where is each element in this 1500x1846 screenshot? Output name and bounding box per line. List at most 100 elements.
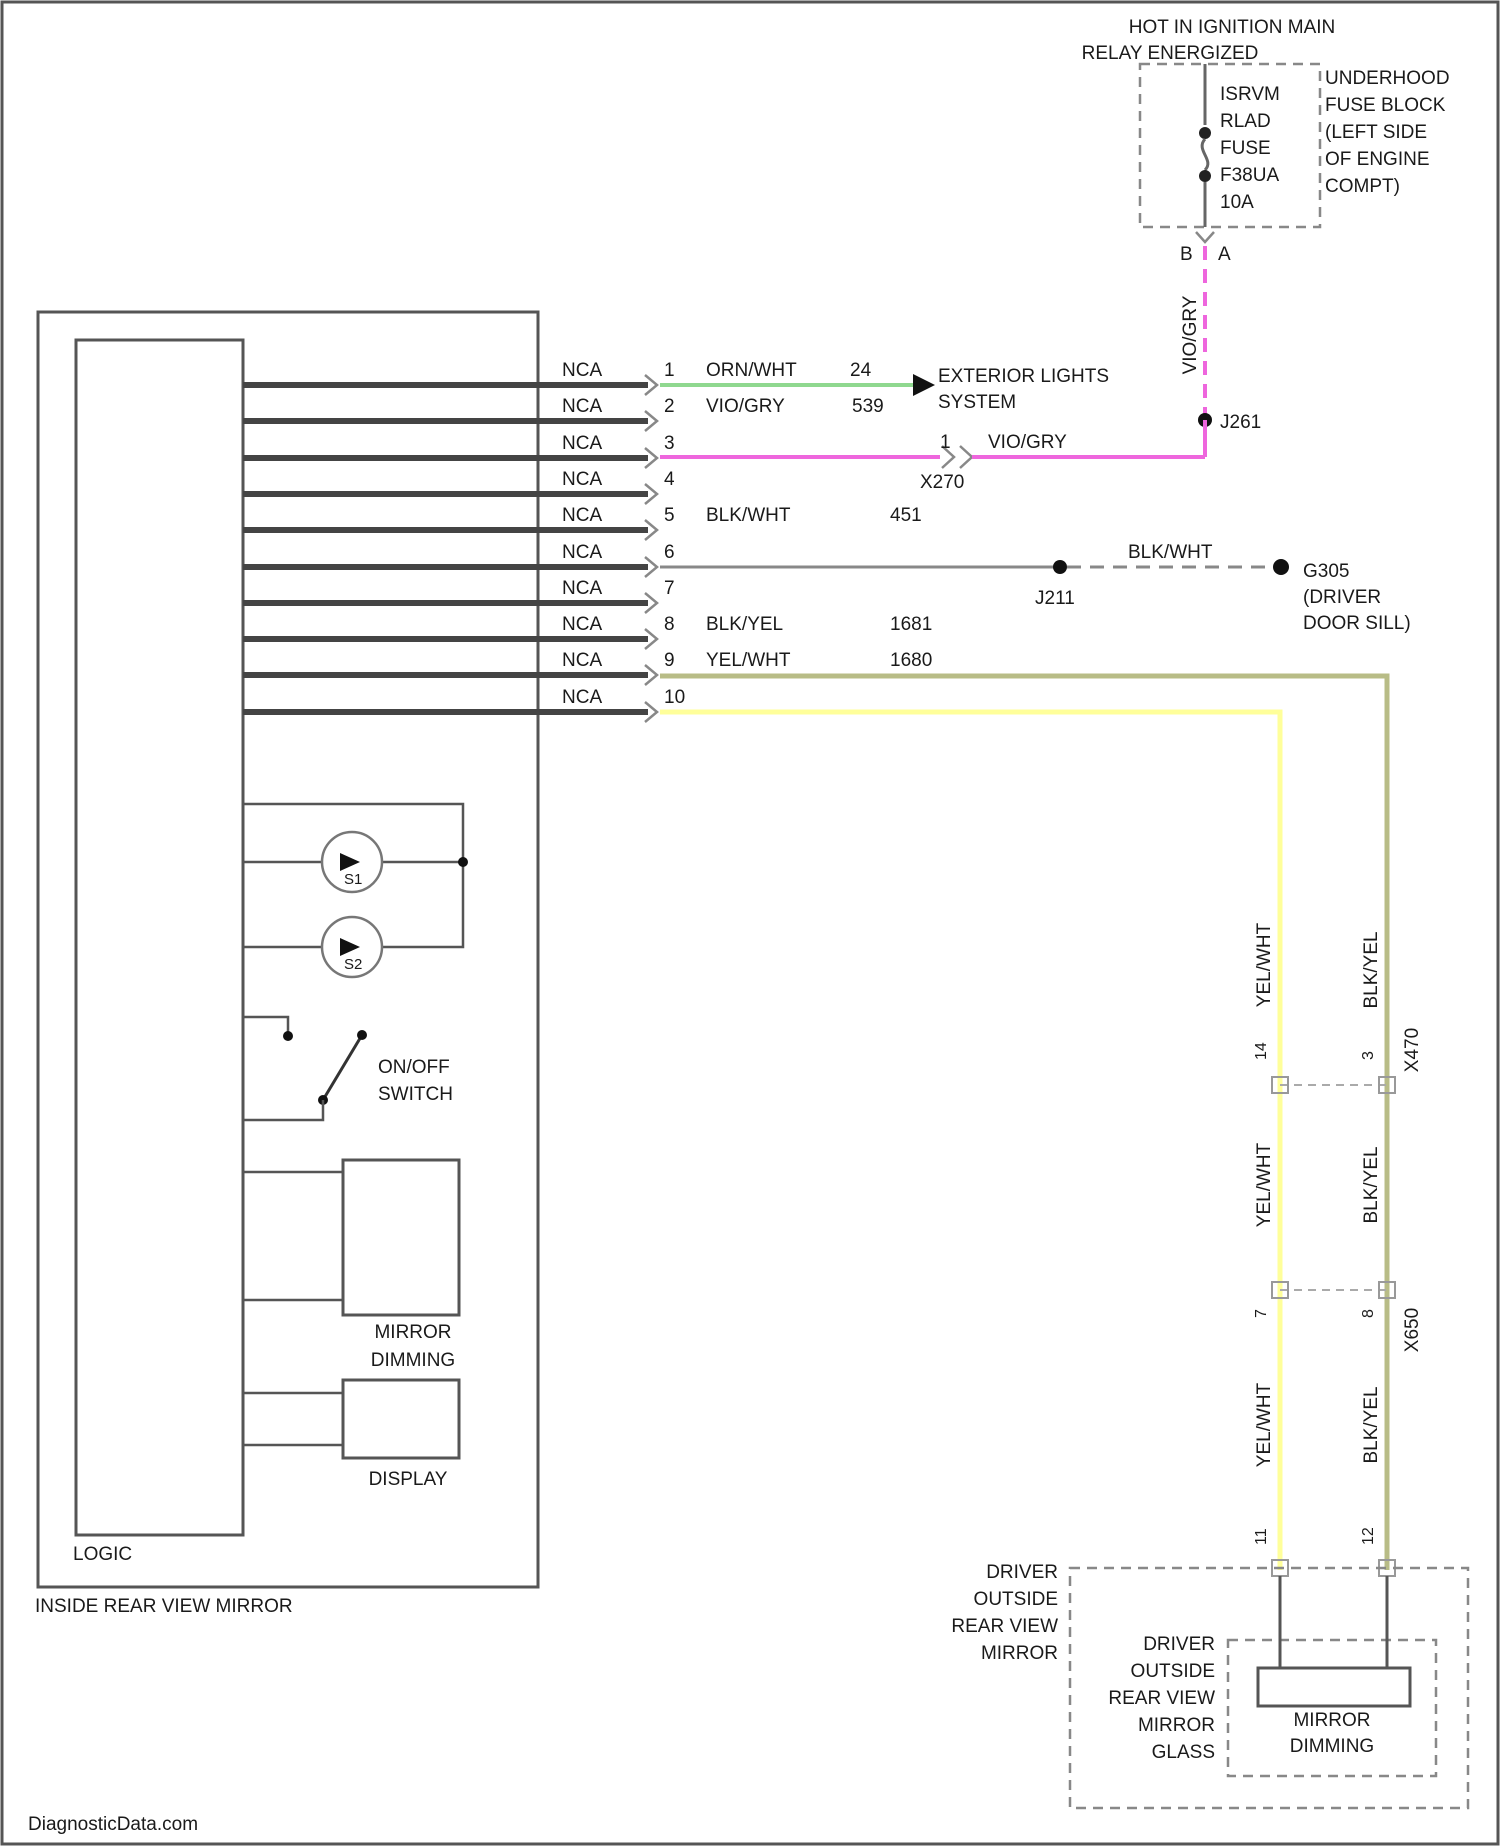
exterior-lights-line1: EXTERIOR LIGHTS — [938, 366, 1109, 387]
hot-label-line1: HOT IN IGNITION MAIN — [1129, 17, 1336, 38]
connector1-pin-right: 3 — [1360, 1051, 1377, 1060]
fuse-rating: 10A — [1220, 192, 1254, 213]
splice-j211-label: J211 — [1035, 588, 1075, 609]
fuse-connector-icon — [1196, 232, 1214, 242]
fuse-block-line2: FUSE BLOCK — [1325, 95, 1446, 116]
wire-yel-wht — [660, 712, 1280, 1570]
wire-blk-yel-label-1: BLK/YEL — [1361, 931, 1382, 1008]
pin-wire-color: BLK/WHT — [706, 505, 791, 526]
fuse-block-line3: (LEFT SIDE — [1325, 122, 1427, 143]
switch-label-line2: SWITCH — [378, 1084, 453, 1105]
outside-dimming-line2: DIMMING — [1290, 1736, 1374, 1757]
connector-pins: NCA1ORN/WHT24NCA2VIO/GRY539NCA3NCA4NCA5B… — [243, 360, 932, 722]
fuse-pin-a: A — [1218, 244, 1231, 265]
fuse-name-line1: ISRVM — [1220, 84, 1280, 105]
hot-label-line2: RELAY ENERGIZED — [1082, 43, 1259, 64]
pin-wire-color: ORN/WHT — [706, 360, 797, 381]
pin-number: 7 — [664, 578, 675, 599]
outside-mirror-line3: REAR VIEW — [951, 1616, 1058, 1637]
wire-vio-gry-vertical-label: VIO/GRY — [1180, 295, 1201, 374]
fuse-name-line4: F38UA — [1220, 165, 1279, 186]
mirror-dimming-line2: DIMMING — [371, 1350, 455, 1371]
fuse-pin-b: B — [1180, 244, 1193, 265]
pin-number: 10 — [664, 687, 685, 708]
connector2-pin-right: 8 — [1360, 1309, 1377, 1318]
x270-connector-icon-2 — [960, 446, 972, 468]
wire-yel-wht-label-1: YEL/WHT — [1254, 922, 1275, 1007]
outside-mirror-dimming-element — [1258, 1668, 1410, 1706]
mirror-dimming-line1: MIRROR — [374, 1322, 451, 1343]
wire-yel-wht-label-2: YEL/WHT — [1254, 1142, 1275, 1227]
pin-nca-label: NCA — [562, 578, 602, 599]
watermark: DiagnosticData.com — [28, 1814, 198, 1835]
mirror-glass-line5: GLASS — [1152, 1742, 1215, 1763]
outside-mirror-line4: MIRROR — [981, 1643, 1058, 1664]
connector1-label: X470 — [1402, 1028, 1423, 1072]
sensor-splice — [458, 857, 468, 867]
pin-wire-color: BLK/YEL — [706, 614, 783, 635]
mirror-glass-line3: REAR VIEW — [1108, 1688, 1215, 1709]
ground-label-line3: DOOR SILL) — [1303, 613, 1411, 634]
connector1-pin-left: 14 — [1253, 1042, 1270, 1060]
wire-blk-wht-2-label: BLK/WHT — [1128, 542, 1213, 563]
inside-rear-view-mirror-box — [38, 312, 538, 1587]
switch-label-line1: ON/OFF — [378, 1057, 450, 1078]
pin-wire-color: VIO/GRY — [706, 396, 785, 417]
wire-blk-yel-label-2: BLK/YEL — [1361, 1146, 1382, 1223]
inside-mirror-label: INSIDE REAR VIEW MIRROR — [35, 1596, 293, 1617]
switch-lead-top — [243, 1017, 288, 1036]
pin-wire-color: YEL/WHT — [706, 650, 791, 671]
pin-number: 1 — [664, 360, 675, 381]
display-label: DISPLAY — [369, 1469, 448, 1490]
connector2-pin-left: 7 — [1253, 1309, 1270, 1318]
wire-yel-wht-label-3: YEL/WHT — [1254, 1382, 1275, 1467]
exterior-lights-line2: SYSTEM — [938, 392, 1016, 413]
pin-nca-label: NCA — [562, 614, 602, 635]
x270-label: X270 — [920, 472, 964, 493]
pin-nca-label: NCA — [562, 505, 602, 526]
wire-vio-gry-2-label: VIO/GRY — [988, 432, 1067, 453]
fuse-block-line4: OF ENGINE — [1325, 149, 1430, 170]
x270-pin: 1 — [940, 432, 951, 453]
switch-contact-top — [283, 1031, 293, 1041]
switch-contact-mid — [357, 1030, 367, 1040]
pin-nca-label: NCA — [562, 469, 602, 490]
pin-circuit: 451 — [890, 505, 922, 526]
connector2-label: X650 — [1402, 1308, 1423, 1352]
pin-circuit: 539 — [852, 396, 884, 417]
splice-j261-label: J261 — [1220, 412, 1261, 433]
pin-circuit: 24 — [850, 360, 872, 381]
ground-label-line1: G305 — [1303, 561, 1349, 582]
logic-block — [76, 340, 243, 1535]
splice-j211 — [1053, 560, 1067, 574]
fuse-name-line3: FUSE — [1220, 138, 1271, 159]
pin-number: 2 — [664, 396, 675, 417]
mirror-glass-line2: OUTSIDE — [1131, 1661, 1215, 1682]
ground-g305-icon — [1273, 559, 1289, 575]
pin-circuit: 1680 — [890, 650, 932, 671]
sensor1-label: S1 — [344, 871, 362, 888]
mirror-glass-line4: MIRROR — [1138, 1715, 1215, 1736]
wire-blk-yel-label-3: BLK/YEL — [1361, 1386, 1382, 1463]
pin-number: 3 — [664, 433, 675, 454]
pin-number: 6 — [664, 542, 675, 563]
pin-number: 8 — [664, 614, 675, 635]
mirror-glass-line1: DRIVER — [1143, 1634, 1215, 1655]
logic-label: LOGIC — [73, 1544, 132, 1565]
fuse-name-line2: RLAD — [1220, 111, 1271, 132]
pin-nca-label: NCA — [562, 650, 602, 671]
pin-number: 5 — [664, 505, 675, 526]
fuse-terminal-top — [1199, 127, 1211, 139]
display-box — [343, 1380, 459, 1458]
fuse-terminal-bottom — [1199, 170, 1211, 182]
ground-label-line2: (DRIVER — [1303, 587, 1381, 608]
switch-blade-icon — [323, 1035, 362, 1100]
fuse-block-line1: UNDERHOOD — [1325, 68, 1450, 89]
switch-lead-bottom — [243, 1100, 323, 1120]
connector3-pin-left: 11 — [1253, 1528, 1270, 1545]
arrow-icon — [913, 374, 935, 396]
pin-nca-label: NCA — [562, 433, 602, 454]
pin-nca-label: NCA — [562, 542, 602, 563]
pin-number: 4 — [664, 469, 675, 490]
